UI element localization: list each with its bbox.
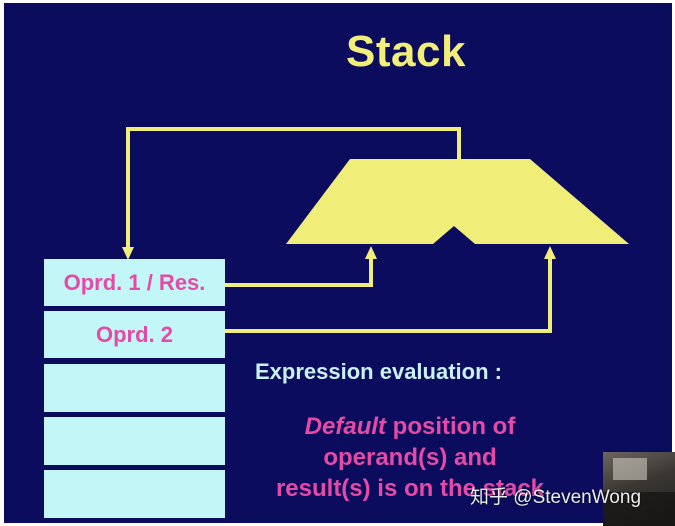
note-emphasis: Default — [304, 413, 387, 440]
note-line-3: result(s) is on the stack — [275, 475, 545, 502]
thumbnail-shade — [603, 492, 675, 526]
result-arrowhead — [122, 247, 134, 260]
thumbnail-window — [613, 458, 647, 480]
stack-cell-4 — [44, 417, 225, 465]
presenter-video-thumbnail — [603, 452, 675, 526]
operand2-arrowhead — [544, 246, 556, 259]
stack-diagram — [122, 127, 629, 333]
note-line-2: operand(s) and — [323, 444, 497, 471]
operand2-line — [225, 255, 552, 333]
note-line-1-rest: position of — [386, 413, 516, 440]
note-line-1: Default position of — [230, 411, 590, 442]
slide: Stack Oprd. 1 / Res. Oprd. 2 Expression … — [4, 3, 672, 523]
stack-cell-3 — [44, 364, 225, 412]
stack-note: Default position of operand(s) and resul… — [230, 411, 590, 504]
operand1-line — [225, 255, 373, 287]
alu-shape — [286, 159, 629, 244]
slide-title: Stack — [346, 27, 466, 76]
operand1-arrowhead — [365, 246, 377, 259]
result-feedback-line — [126, 127, 461, 255]
stack-cell-top: Oprd. 1 / Res. — [44, 259, 225, 306]
expression-caption: Expression evaluation : — [255, 359, 502, 384]
stack-cell-5 — [44, 470, 225, 518]
watermark: 知乎 @StevenWong — [470, 487, 642, 508]
stack-cell-2: Oprd. 2 — [44, 311, 225, 358]
